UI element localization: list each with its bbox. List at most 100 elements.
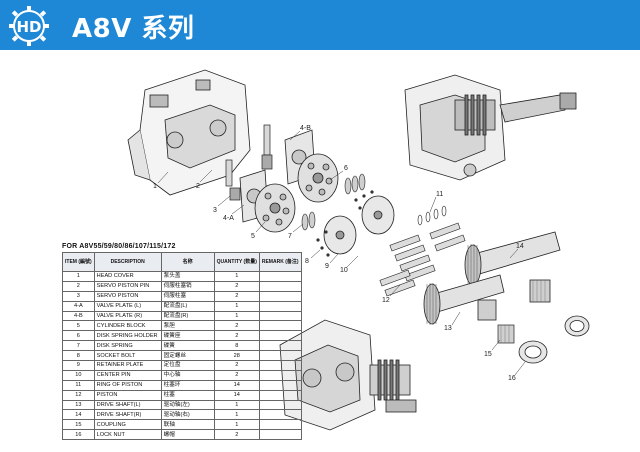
cell-name: 柱塞: [160, 389, 215, 401]
cell-description: LOCK NUT: [93, 429, 162, 441]
cell-name: 配流盘(R): [160, 310, 215, 322]
cell-item: 6: [62, 330, 95, 342]
cell-name: 泵胆: [160, 320, 215, 332]
cell-quantity: 2: [213, 290, 260, 302]
head-cover-drawing: [127, 69, 251, 196]
col-header-quantity: QUANTITY (数量): [213, 252, 260, 272]
cell-remark: [258, 379, 302, 391]
cell-remark: [258, 290, 302, 302]
exploded-parts-diagram: 1 2 3 4-A 4-B 5 6 7 8 9 10 11 12 13 14 1…: [127, 69, 590, 431]
cell-name: 联轴: [160, 419, 215, 431]
cell-item: 8: [62, 350, 95, 362]
callout-4b: 4-B: [300, 125, 311, 132]
cell-item: 15: [62, 419, 95, 431]
coupling-drawing: [497, 324, 515, 344]
cell-item: 5: [62, 320, 95, 332]
cell-quantity: 2: [213, 369, 260, 381]
cell-quantity: 14: [213, 389, 260, 401]
cell-description: HEAD COVER: [93, 271, 162, 282]
cell-quantity: 2: [213, 429, 260, 441]
callout-16: 16: [508, 375, 516, 382]
cell-item: 10: [62, 369, 95, 381]
cell-name: 泵头盖: [160, 271, 215, 282]
cell-item: 16: [62, 429, 95, 441]
servo-pistons-drawing: [225, 124, 273, 201]
cell-item: 11: [62, 379, 95, 391]
cell-remark: [258, 320, 302, 332]
cell-description: RETAINER PLATE: [93, 360, 162, 371]
cell-item: 4-A: [62, 300, 95, 312]
cell-name: 固定螺丝: [160, 350, 215, 362]
cell-quantity: 14: [213, 379, 260, 391]
cell-name: 柱塞环: [160, 379, 215, 391]
hd-gear-logo-icon: HD: [9, 6, 49, 46]
callout-12: 12: [382, 297, 390, 304]
cell-description: DISK SPRING: [93, 340, 162, 352]
assembled-pump-top-right-drawing: [404, 74, 577, 181]
leader-lines: [157, 130, 526, 376]
callout-1: 1: [153, 183, 157, 190]
callout-4a: 4-A: [223, 215, 234, 222]
cell-description: PISTON: [93, 389, 162, 401]
cell-description: SERVO PISTON: [93, 290, 162, 302]
callout-2: 2: [196, 183, 200, 190]
col-header-name: 名称: [160, 252, 215, 272]
col-header-item: ITEM (編號): [62, 252, 95, 272]
cell-description: SERVO PISTON PIN: [93, 280, 162, 292]
cell-quantity: 1: [213, 409, 260, 421]
cell-remark: [258, 369, 302, 381]
assembled-pump-bottom-drawing: [279, 319, 417, 431]
cell-item: 12: [62, 389, 95, 401]
cell-remark: [258, 389, 302, 401]
callout-7: 7: [288, 233, 292, 240]
disk-springs-drawing: [301, 173, 366, 231]
parts-list-table: ITEM (編號) DESCRIPTION 名称 QUANTITY (数量) R…: [62, 252, 302, 441]
cell-description: DRIVE SHAFT(R): [93, 409, 162, 421]
parts-list-applies-to: FOR A8V55/59/80/86/107/115/172: [62, 243, 176, 250]
cell-quantity: 8: [213, 340, 260, 352]
cell-name: 中心轴: [160, 369, 215, 381]
cell-quantity: 1: [213, 399, 260, 411]
cell-name: 螺帽: [160, 429, 215, 441]
callout-5: 5: [251, 233, 255, 240]
cell-remark: [258, 429, 302, 441]
cell-description: SOCKET BOLT: [93, 350, 162, 362]
cell-name: 定位盘: [160, 360, 215, 371]
callout-14: 14: [516, 243, 524, 250]
page-title: A8V 系列: [72, 14, 195, 44]
cell-description: CYLINDER BLOCK: [93, 320, 162, 332]
callout-9: 9: [325, 263, 329, 270]
cell-quantity: 1: [213, 419, 260, 431]
cell-description: RING OF PISTON: [93, 379, 162, 391]
cell-name: 碟簧: [160, 340, 215, 352]
cell-remark: [258, 280, 302, 292]
cell-name: 驱动轴(左): [160, 399, 215, 411]
cell-remark: [258, 310, 302, 322]
callout-8: 8: [305, 258, 309, 265]
cell-remark: [258, 271, 302, 282]
cell-description: COUPLING: [93, 419, 162, 431]
drive-shafts-drawing: [423, 231, 561, 325]
callout-15: 15: [484, 351, 492, 358]
cell-description: CENTER PIN: [93, 369, 162, 381]
header-bar: HD A8V 系列: [0, 0, 640, 50]
svg-text:HD: HD: [16, 18, 41, 36]
cell-description: DISK SPRING HOLDER: [93, 330, 162, 342]
callout-13: 13: [444, 325, 452, 332]
parts-table-header: ITEM (編號) DESCRIPTION 名称 QUANTITY (数量) R…: [62, 252, 302, 272]
cell-item: 13: [62, 399, 95, 411]
cell-quantity: 2: [213, 330, 260, 342]
